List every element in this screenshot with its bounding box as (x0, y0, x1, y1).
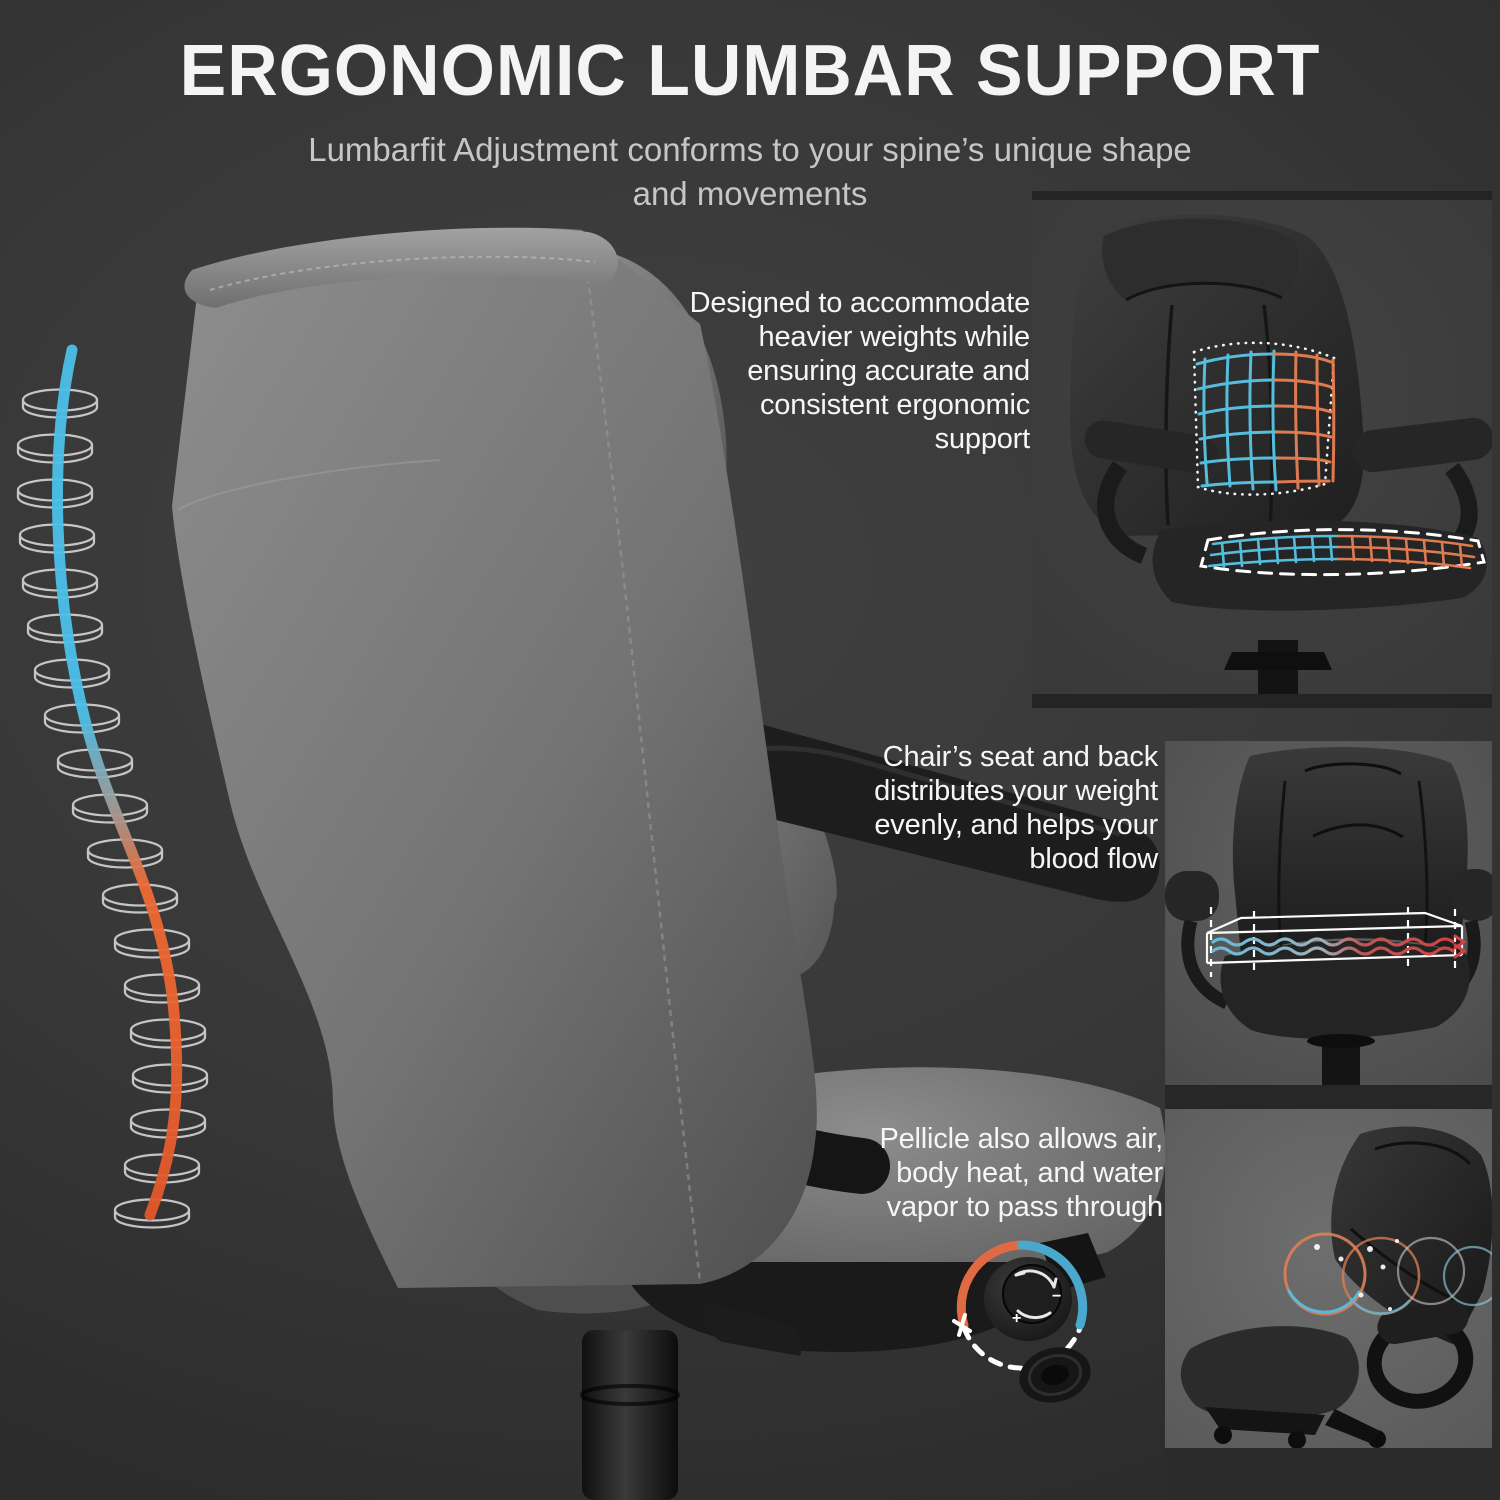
chair-gas-cylinder (582, 1330, 678, 1500)
page-subtitle: Lumbarfit Adjustment conforms to your sp… (0, 128, 1500, 216)
inset2-arrowheads (1453, 934, 1467, 959)
inset3-armrest (1366, 1299, 1474, 1409)
spine-curve (52, 344, 183, 1221)
knob-arc-orange (956, 1240, 1027, 1330)
knob-cover-cap (1019, 1347, 1091, 1403)
inset2-measure-box (1205, 911, 1464, 965)
adjustment-knob-detail: + − (952, 1233, 1106, 1403)
chair-headrest-top (184, 227, 618, 308)
callout-line: Pellicle also allows air, (879, 1123, 1163, 1155)
inset3-air-dots (1314, 1239, 1399, 1311)
page-title: ERGONOMIC LUMBAR SUPPORT (179, 31, 1321, 111)
knob-arc-blue (1017, 1240, 1088, 1330)
inset2-dashed-guides (1209, 907, 1457, 977)
callout-weight-capacity: Designed to accommodate heavier weights … (650, 286, 1031, 456)
inset-grid-support-photo (1032, 200, 1492, 694)
inset3-airflow-circles (1283, 1232, 1492, 1316)
callout-line: support (934, 423, 1031, 455)
main-chair-photo (172, 227, 1166, 1500)
callout-weight-distribution: Chair’s seat and back distributes your w… (798, 740, 1158, 876)
photo-divider-bar (1165, 1085, 1492, 1109)
inset2-airflow-waves (1211, 937, 1455, 956)
photo-divider-bar (1032, 191, 1492, 200)
page-subtitle-line2: and movements (632, 175, 868, 212)
inset1-back-grid (1192, 341, 1336, 496)
chair-tilt-knob-stick (703, 1302, 802, 1356)
knob-dashed-circle (961, 1325, 1083, 1371)
inset1-armrests (1084, 417, 1492, 569)
photo-divider-bar (1032, 694, 1492, 708)
inset1-seat-grid (1199, 528, 1486, 577)
callout-line: heavier weights while (758, 321, 1031, 353)
callout-line: consistent ergonomic (759, 389, 1030, 421)
callout-line: Designed to accommodate (689, 287, 1031, 319)
callout-line: blood flow (1029, 843, 1158, 875)
chair-armrest-pad (706, 724, 1160, 902)
callout-line: body heat, and water (896, 1157, 1163, 1189)
page-subtitle-line1: Lumbarfit Adjustment conforms to your sp… (308, 131, 1192, 168)
inset-weight-distribution-photo (1165, 741, 1492, 1085)
photo-divider-bar (1165, 1448, 1500, 1500)
callout-line: distributes your weight (874, 775, 1158, 807)
knob-minus-label: − (1052, 1288, 1061, 1305)
callout-line: vapor to pass through (886, 1191, 1164, 1223)
spine-curve-illustration (16, 344, 209, 1229)
callout-line: Chair’s seat and back (882, 741, 1158, 773)
chair-back-panel (172, 227, 817, 1288)
knob-plus-label: + (1012, 1310, 1021, 1327)
callout-breathability: Pellicle also allows air, body heat, and… (803, 1122, 1163, 1224)
inset-breathability-photo (1165, 1109, 1492, 1448)
callout-line: evenly, and helps your (874, 809, 1158, 841)
callout-line: ensuring accurate and (747, 355, 1030, 387)
